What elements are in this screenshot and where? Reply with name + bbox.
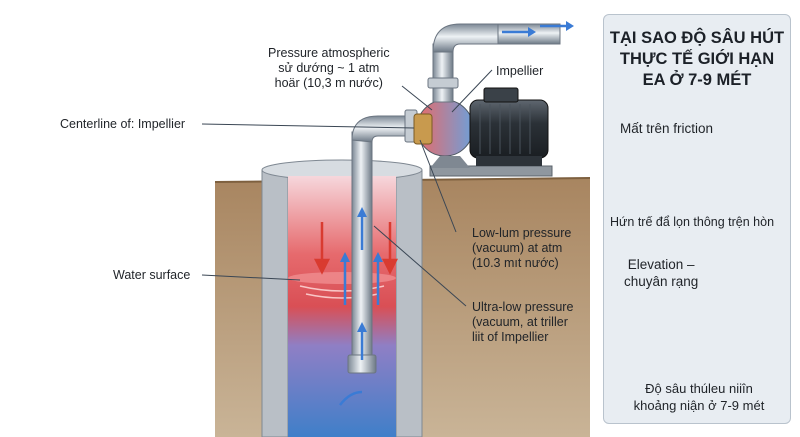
- side-panel: [603, 14, 791, 424]
- leader-impeller: [451, 69, 493, 113]
- leader-ultra-low-pressure: [373, 225, 467, 307]
- panel-depth-caption-line-1: Độ sâu thúleu niiîn: [645, 381, 753, 396]
- panel-elevation-label-line-2: chuyân rạng: [624, 274, 699, 289]
- impeller-ring: [413, 113, 433, 145]
- pump-bracket: [430, 156, 470, 168]
- well-casing-right-wall: [395, 169, 423, 437]
- label-water-surface: Water surface: [113, 268, 191, 282]
- label-impeller: Impellier: [496, 64, 544, 78]
- well-casing-left-wall: [261, 169, 289, 437]
- pressure-down-arrows: [313, 222, 399, 275]
- leader-centerline: [201, 123, 415, 129]
- flow-arrow-intake: [339, 390, 363, 406]
- label-low-pressure-line-2: (vacuum) at atm: [472, 241, 563, 255]
- motor-feet: [476, 156, 542, 166]
- label-centerline: Centerline of: Impellier: [60, 117, 186, 131]
- panel-elevation-label-line-1: Elevation –: [627, 257, 695, 272]
- flow-arrows: [339, 24, 566, 406]
- water-surface: [288, 272, 396, 284]
- panel-title-line-3: EA Ở 7-9 MÉT: [642, 71, 752, 89]
- label-pressure-atmospheric-line-1: Pressure atmospheric: [268, 46, 390, 60]
- label-pressure-atmospheric-line-3: hoär (10,3 m nước): [274, 76, 383, 90]
- motor-terminal-box: [483, 87, 519, 103]
- discharge-pipe-riser: [432, 43, 454, 103]
- label-ultra-low-pressure-line-2: (vacuum, at triller: [472, 315, 568, 329]
- label-pressure-atmospheric-line-2: sử dướng ~ 1 atm: [278, 61, 380, 75]
- label-low-pressure-line-1: Low-lum pressure: [472, 226, 572, 240]
- panel-depth-caption-line-2: khoảng niận ở 7-9 mét: [633, 398, 765, 413]
- label-pressure-atmospheric: Pressure atmospheric sử dướng ~ 1 atm ho…: [268, 46, 390, 91]
- leader-lines: [201, 69, 493, 307]
- discharge-elbow: [432, 23, 501, 53]
- suction-elbow: [351, 115, 411, 143]
- flow-arrowheads: [340, 21, 574, 332]
- panel-title: TẠI SAO ĐỘ SÂU HÚT THỰC TẾ GIỚI HẠN EA Ở…: [603, 28, 791, 91]
- motor-fins: [479, 104, 531, 154]
- well-interior: [288, 176, 396, 437]
- panel-friction-label: Mất trên friction: [620, 121, 714, 136]
- leader-low-pressure: [419, 139, 457, 233]
- panel-title-line-1: TẠI SAO ĐỘ SÂU HÚT: [609, 29, 785, 47]
- panel-friction-caption: Hứn trế đẩ lọn thông trện hòn: [610, 215, 775, 229]
- leader-pressure-atmospheric: [401, 85, 433, 111]
- leader-water-surface: [201, 274, 301, 281]
- panel-title-line-2: THỰC TẾ GIỚI HẠN: [619, 50, 775, 68]
- label-ultra-low-pressure-line-3: liit of Impellier: [472, 330, 549, 344]
- panel-depth-caption: Độ sâu thúleu niiîn khoảng niận ở 7-9 mé…: [612, 380, 786, 414]
- label-low-pressure-line-3: (10.3 mıt nước): [472, 256, 559, 270]
- discharge-flange: [427, 77, 459, 89]
- label-low-pressure: Low-lum pressure (vacuum) at atm (10.3 m…: [472, 226, 571, 271]
- panel-elevation-label: Elevation – chuyân rạng: [624, 256, 698, 290]
- motor-body: [469, 99, 549, 159]
- label-ultra-low-pressure-line-1: Ultra-low pressure: [472, 300, 574, 314]
- label-ultra-low-pressure: Ultra-low pressure (vacuum, at triller l…: [472, 300, 573, 345]
